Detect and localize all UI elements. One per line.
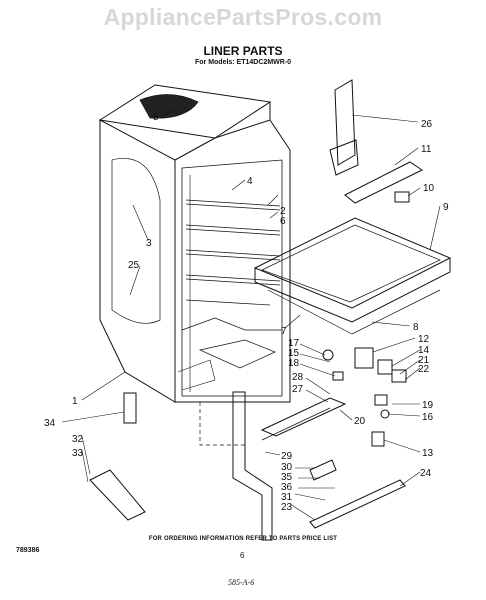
- label-14: 14: [418, 345, 430, 356]
- label-15: 15: [288, 348, 300, 359]
- handwritten-code: 585-A-6: [228, 578, 255, 587]
- label-6: 6: [280, 216, 286, 227]
- label-30: 30: [281, 462, 293, 473]
- label-33: 33: [72, 448, 84, 459]
- label-35: 35: [281, 472, 293, 483]
- label-13: 13: [422, 448, 434, 459]
- watermark-site-name: AppliancePartsPros.com: [103, 4, 383, 30]
- label-25: 25: [128, 260, 140, 271]
- label-8: 8: [413, 322, 419, 333]
- label-19: 19: [422, 400, 434, 411]
- label-23: 23: [281, 502, 293, 513]
- label-7: 7: [281, 326, 287, 337]
- ordering-note: FOR ORDERING INFORMATION REFER TO PARTS …: [148, 536, 338, 542]
- part-bracket-26: [329, 79, 359, 176]
- label-31: 31: [281, 492, 293, 503]
- label-20: 20: [354, 416, 366, 427]
- label-21: 21: [418, 355, 430, 366]
- leader-lines: [61, 109, 441, 521]
- label-32: 32: [72, 434, 84, 445]
- label-28: 28: [292, 372, 304, 383]
- part-group-control: [322, 347, 407, 419]
- label-5: 5: [153, 112, 159, 123]
- label-27: 27: [292, 384, 304, 395]
- part-cover-11: [344, 161, 423, 204]
- label-9: 9: [443, 202, 449, 213]
- label-17: 17: [288, 338, 300, 349]
- label-12: 12: [418, 334, 430, 345]
- part-labels: 26 11 10 9 8 12 14 21 22 19 16 13 24 17 …: [44, 112, 449, 513]
- document-number: 789386: [16, 547, 40, 554]
- label-22: 22: [418, 364, 430, 375]
- label-3: 3: [146, 238, 152, 249]
- label-11: 11: [421, 144, 432, 155]
- page-title: LINER PARTS: [203, 44, 283, 58]
- label-29: 29: [281, 451, 293, 462]
- label-1: 1: [72, 396, 78, 407]
- part-clip-10: [394, 191, 410, 203]
- cabinet-liner: [98, 84, 291, 446]
- label-18: 18: [288, 358, 300, 369]
- page-number: 6: [240, 551, 245, 560]
- label-34: 34: [44, 418, 56, 429]
- label-4: 4: [247, 176, 253, 187]
- part-plate-9: [253, 217, 452, 335]
- label-24: 24: [420, 468, 432, 479]
- label-26: 26: [421, 119, 433, 130]
- label-36: 36: [281, 482, 293, 493]
- label-10: 10: [423, 183, 435, 194]
- part-rails-lower: [89, 391, 406, 541]
- label-2: 2: [280, 206, 286, 217]
- label-16: 16: [422, 412, 434, 423]
- model-number: For Models: ET14DC2MWR-0: [194, 59, 292, 66]
